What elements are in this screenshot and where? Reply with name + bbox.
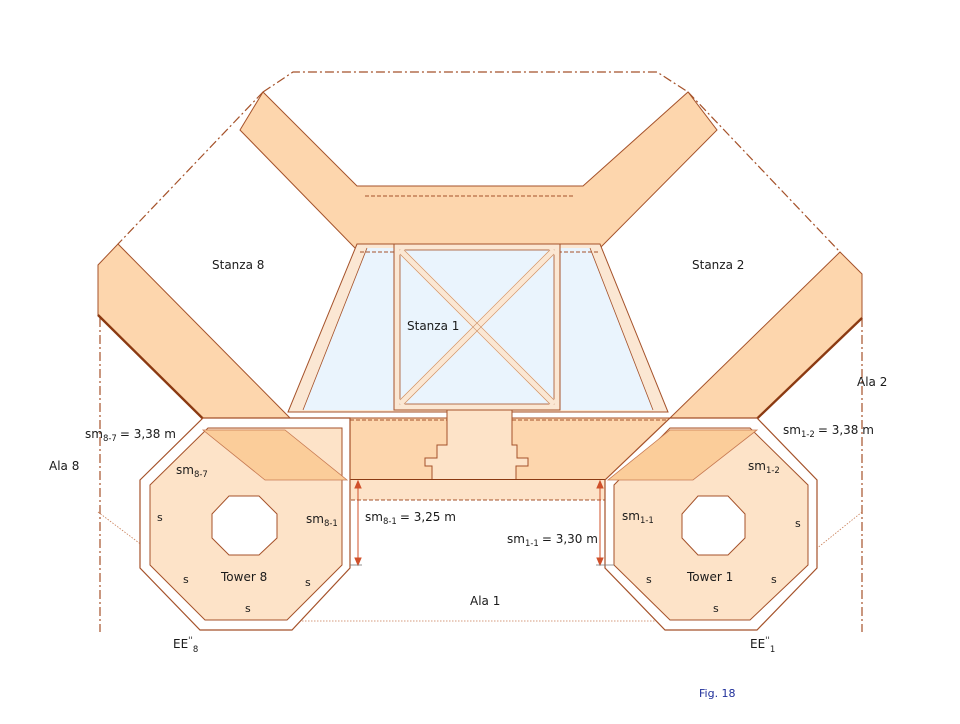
svg-text:sm1-2= 3,38 m: sm1-2= 3,38 m bbox=[783, 423, 874, 440]
tower-8-side-s: s bbox=[157, 511, 163, 524]
label-ala-1: Ala 1 bbox=[470, 594, 500, 608]
tower-8-name: Tower 8 bbox=[220, 570, 267, 584]
svg-text:sm8-7= 3,38 m: sm8-7= 3,38 m bbox=[85, 427, 176, 444]
stanza-1-frame bbox=[393, 243, 561, 411]
dimension-arrows bbox=[350, 479, 614, 567]
dimension-sm-1-2: sm1-2= 3,38 m bbox=[783, 423, 874, 440]
guide-lines bbox=[97, 511, 863, 622]
tower-1-sm-1-2: sm1-2 bbox=[748, 459, 780, 476]
tower-8-sm-8-7: sm8-7 bbox=[176, 463, 208, 480]
dimension-sm-8-1: sm8-1= 3,25 m bbox=[365, 510, 456, 527]
label-stanza-1: Stanza 1 bbox=[407, 319, 459, 333]
tower-8-side-s: s bbox=[305, 576, 311, 589]
label-stanza-2: Stanza 2 bbox=[692, 258, 744, 272]
dimension-sm-1-1: sm1-1= 3,30 m bbox=[507, 532, 598, 549]
label-ee-8: EE''8 bbox=[173, 636, 198, 655]
upper-wing-walls bbox=[239, 91, 718, 249]
tower-1-side-s: s bbox=[771, 573, 777, 586]
outer-outline bbox=[99, 71, 863, 632]
tower-8-sm-8-1: sm8-1 bbox=[306, 512, 338, 529]
label-ee-1: EE''1 bbox=[750, 636, 775, 655]
tower-8-side-s: s bbox=[245, 602, 251, 615]
tower-1-name: Tower 1 bbox=[686, 570, 733, 584]
label-stanza-8: Stanza 8 bbox=[212, 258, 264, 272]
figure-caption: Fig. 18 bbox=[699, 687, 736, 700]
svg-text:sm8-1= 3,25 m: sm8-1= 3,25 m bbox=[365, 510, 456, 527]
svg-text:sm1-1= 3,30 m: sm1-1= 3,30 m bbox=[507, 532, 598, 549]
tower-1-sm-1-1: sm1-1 bbox=[622, 509, 654, 526]
tower-1-side-s: s bbox=[646, 573, 652, 586]
tower-1 bbox=[604, 417, 818, 631]
tower-1-side-s: s bbox=[713, 602, 719, 615]
tower-8-side-s: s bbox=[183, 573, 189, 586]
label-ala-2: Ala 2 bbox=[857, 375, 887, 389]
tower-1-side-s: s bbox=[795, 517, 801, 530]
label-ala-8: Ala 8 bbox=[49, 459, 79, 473]
tower-8 bbox=[139, 417, 351, 631]
dimension-sm-8-7: sm8-7= 3,38 m bbox=[85, 427, 176, 444]
